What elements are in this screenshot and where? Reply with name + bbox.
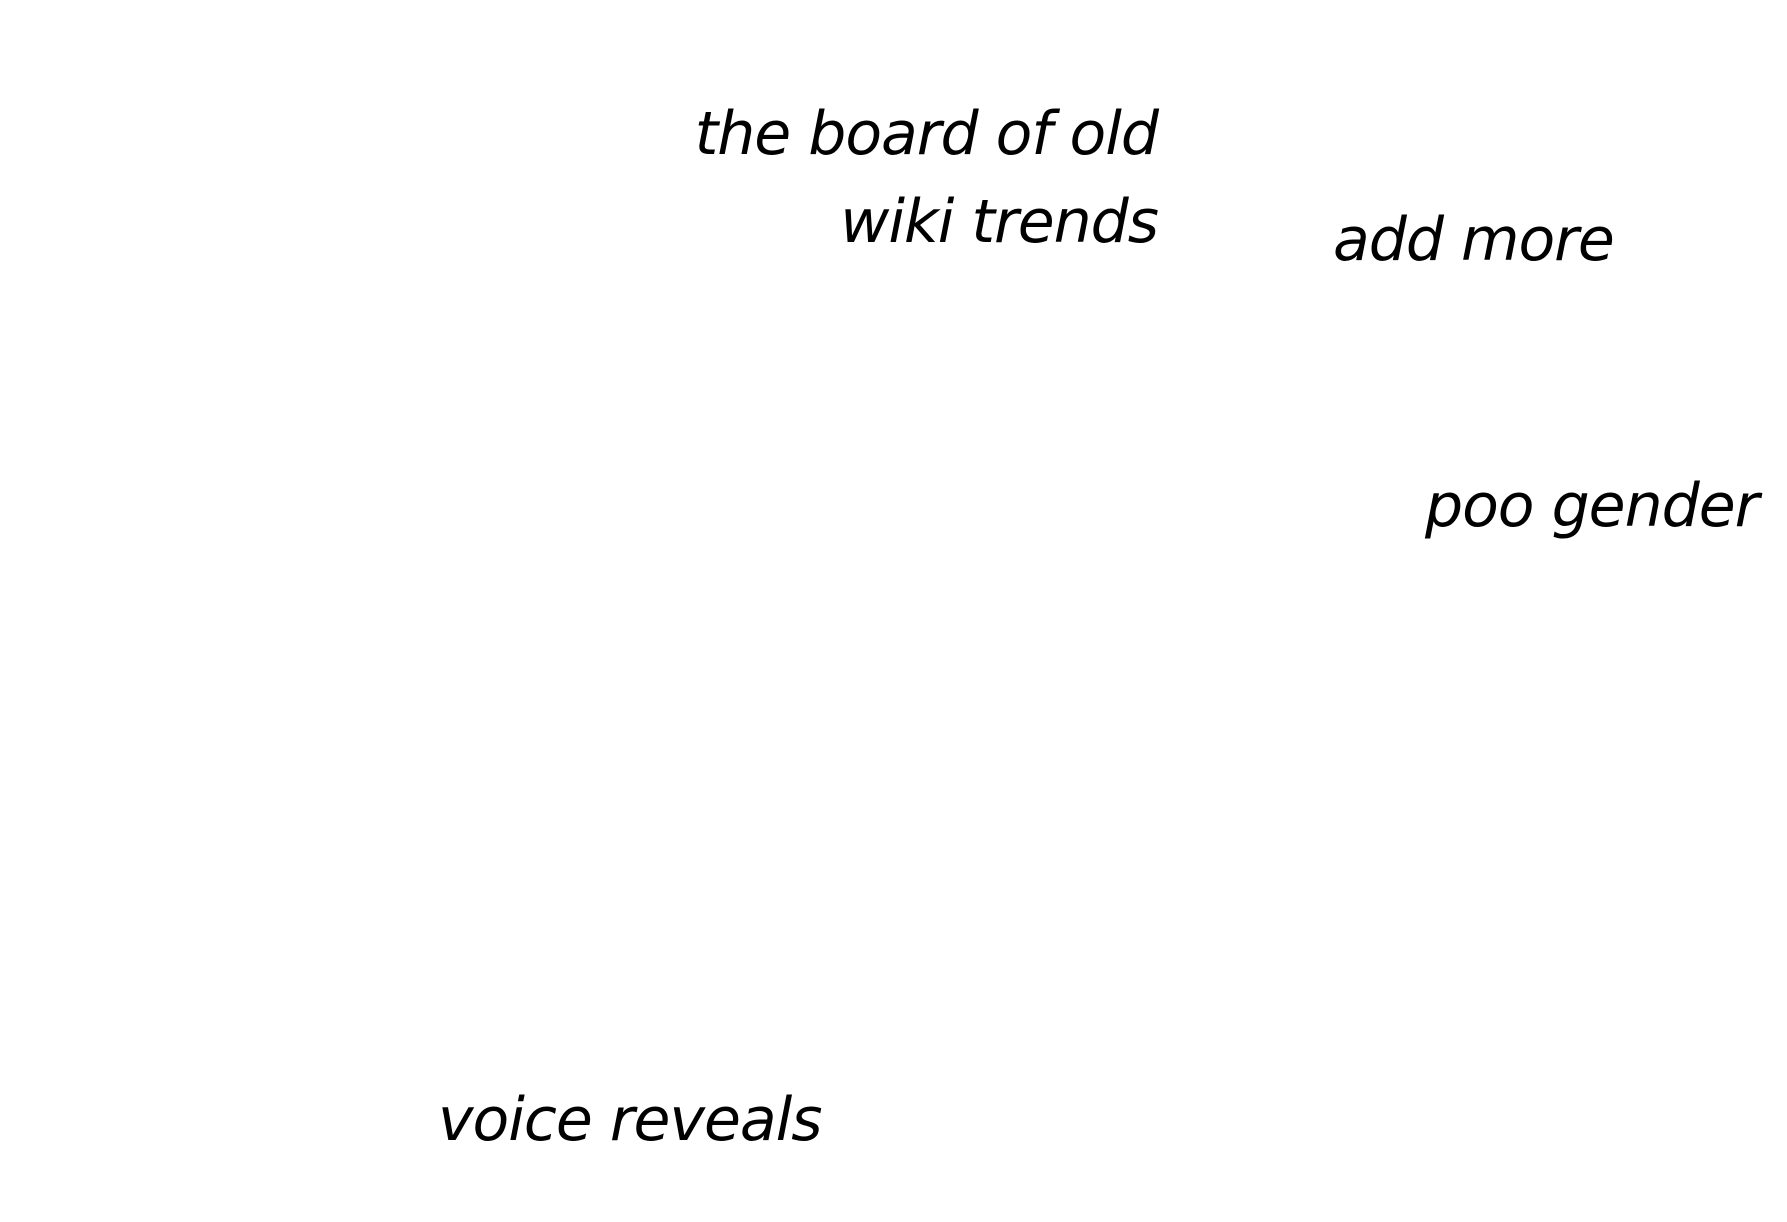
note-line: add more <box>1333 205 1615 275</box>
note-line: voice reveals <box>438 1085 823 1155</box>
note-line: the board of old <box>694 99 1159 169</box>
text-note-add-more[interactable]: add more <box>1333 196 1615 284</box>
note-line: poo gender <box>1425 471 1759 541</box>
note-line: wiki trends <box>840 187 1159 257</box>
text-note-poo-gender[interactable]: poo gender <box>1425 462 1759 550</box>
text-note-voice-reveals[interactable]: voice reveals <box>438 1076 823 1164</box>
text-note-board-of-old-wiki-trends[interactable]: the board of old wiki trends <box>694 90 1159 266</box>
